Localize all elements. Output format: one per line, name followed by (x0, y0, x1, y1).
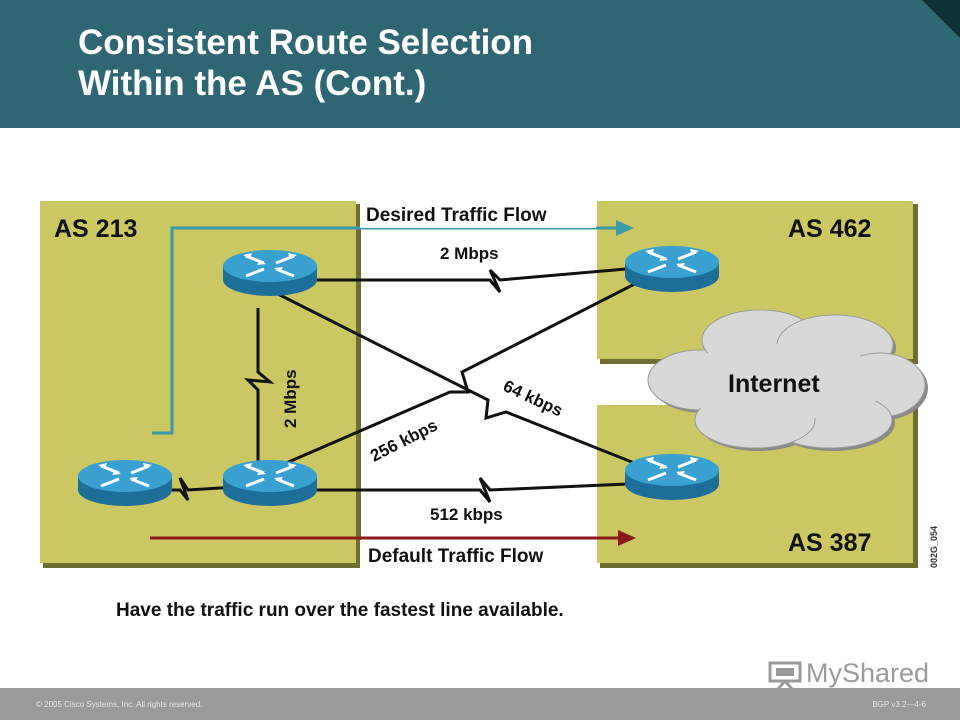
link-512kbps-label: 512 kbps (430, 505, 503, 524)
internet-cloud (647, 309, 928, 451)
logo-text: MyShared (806, 658, 930, 688)
default-flow-label: Default Traffic Flow (368, 546, 543, 567)
internet-label: Internet (728, 370, 820, 398)
network-diagram: AS 213 AS 462 AS 387 Internet Desired Tr… (40, 200, 939, 568)
link-2mbps-vertical-label: 2 Mbps (281, 369, 300, 428)
link-512kbps (270, 477, 673, 503)
as-213-box (40, 201, 361, 568)
slide-title: Consistent Route Selection Within the AS… (78, 22, 533, 104)
title-line-1: Consistent Route Selection (78, 23, 534, 62)
router-as462 (623, 244, 721, 294)
desired-flow-label-bg (360, 200, 596, 228)
slide-footer: © 2005 Cisco Systems, Inc. All rights re… (0, 688, 960, 720)
figure-id-label: 002G_054 (929, 526, 939, 568)
link-64kbps (269, 288, 673, 480)
link-2mbps-top-label: 2 Mbps (440, 244, 499, 263)
slide-header: Consistent Route Selection Within the AS… (0, 0, 960, 128)
router-as213-top (221, 248, 319, 298)
presentation-icon (768, 661, 802, 690)
title-line-2: Within the AS (Cont.) (78, 64, 427, 103)
as-213-label: AS 213 (54, 215, 137, 243)
default-traffic-flow-arrow (150, 530, 636, 546)
copyright-text: © 2005 Cisco Systems, Inc. All rights re… (36, 700, 203, 709)
link-256kbps (269, 263, 673, 472)
link-2mbps-top (270, 263, 673, 293)
as-462-label: AS 462 (788, 215, 871, 243)
router-as387 (623, 452, 721, 502)
link-2mbps-vertical (244, 308, 275, 470)
desired-flow-label: Desired Traffic Flow (366, 205, 547, 226)
router-as213-edge (76, 458, 174, 508)
slide-number: BGP v3.2—4-6 (872, 700, 926, 709)
as-387-label: AS 387 (788, 529, 871, 557)
header-corner-decoration (922, 0, 960, 38)
slide-caption: Have the traffic run over the fastest li… (116, 600, 564, 621)
router-as213-bottom (221, 458, 319, 508)
default-flow-label-bg (360, 540, 596, 568)
